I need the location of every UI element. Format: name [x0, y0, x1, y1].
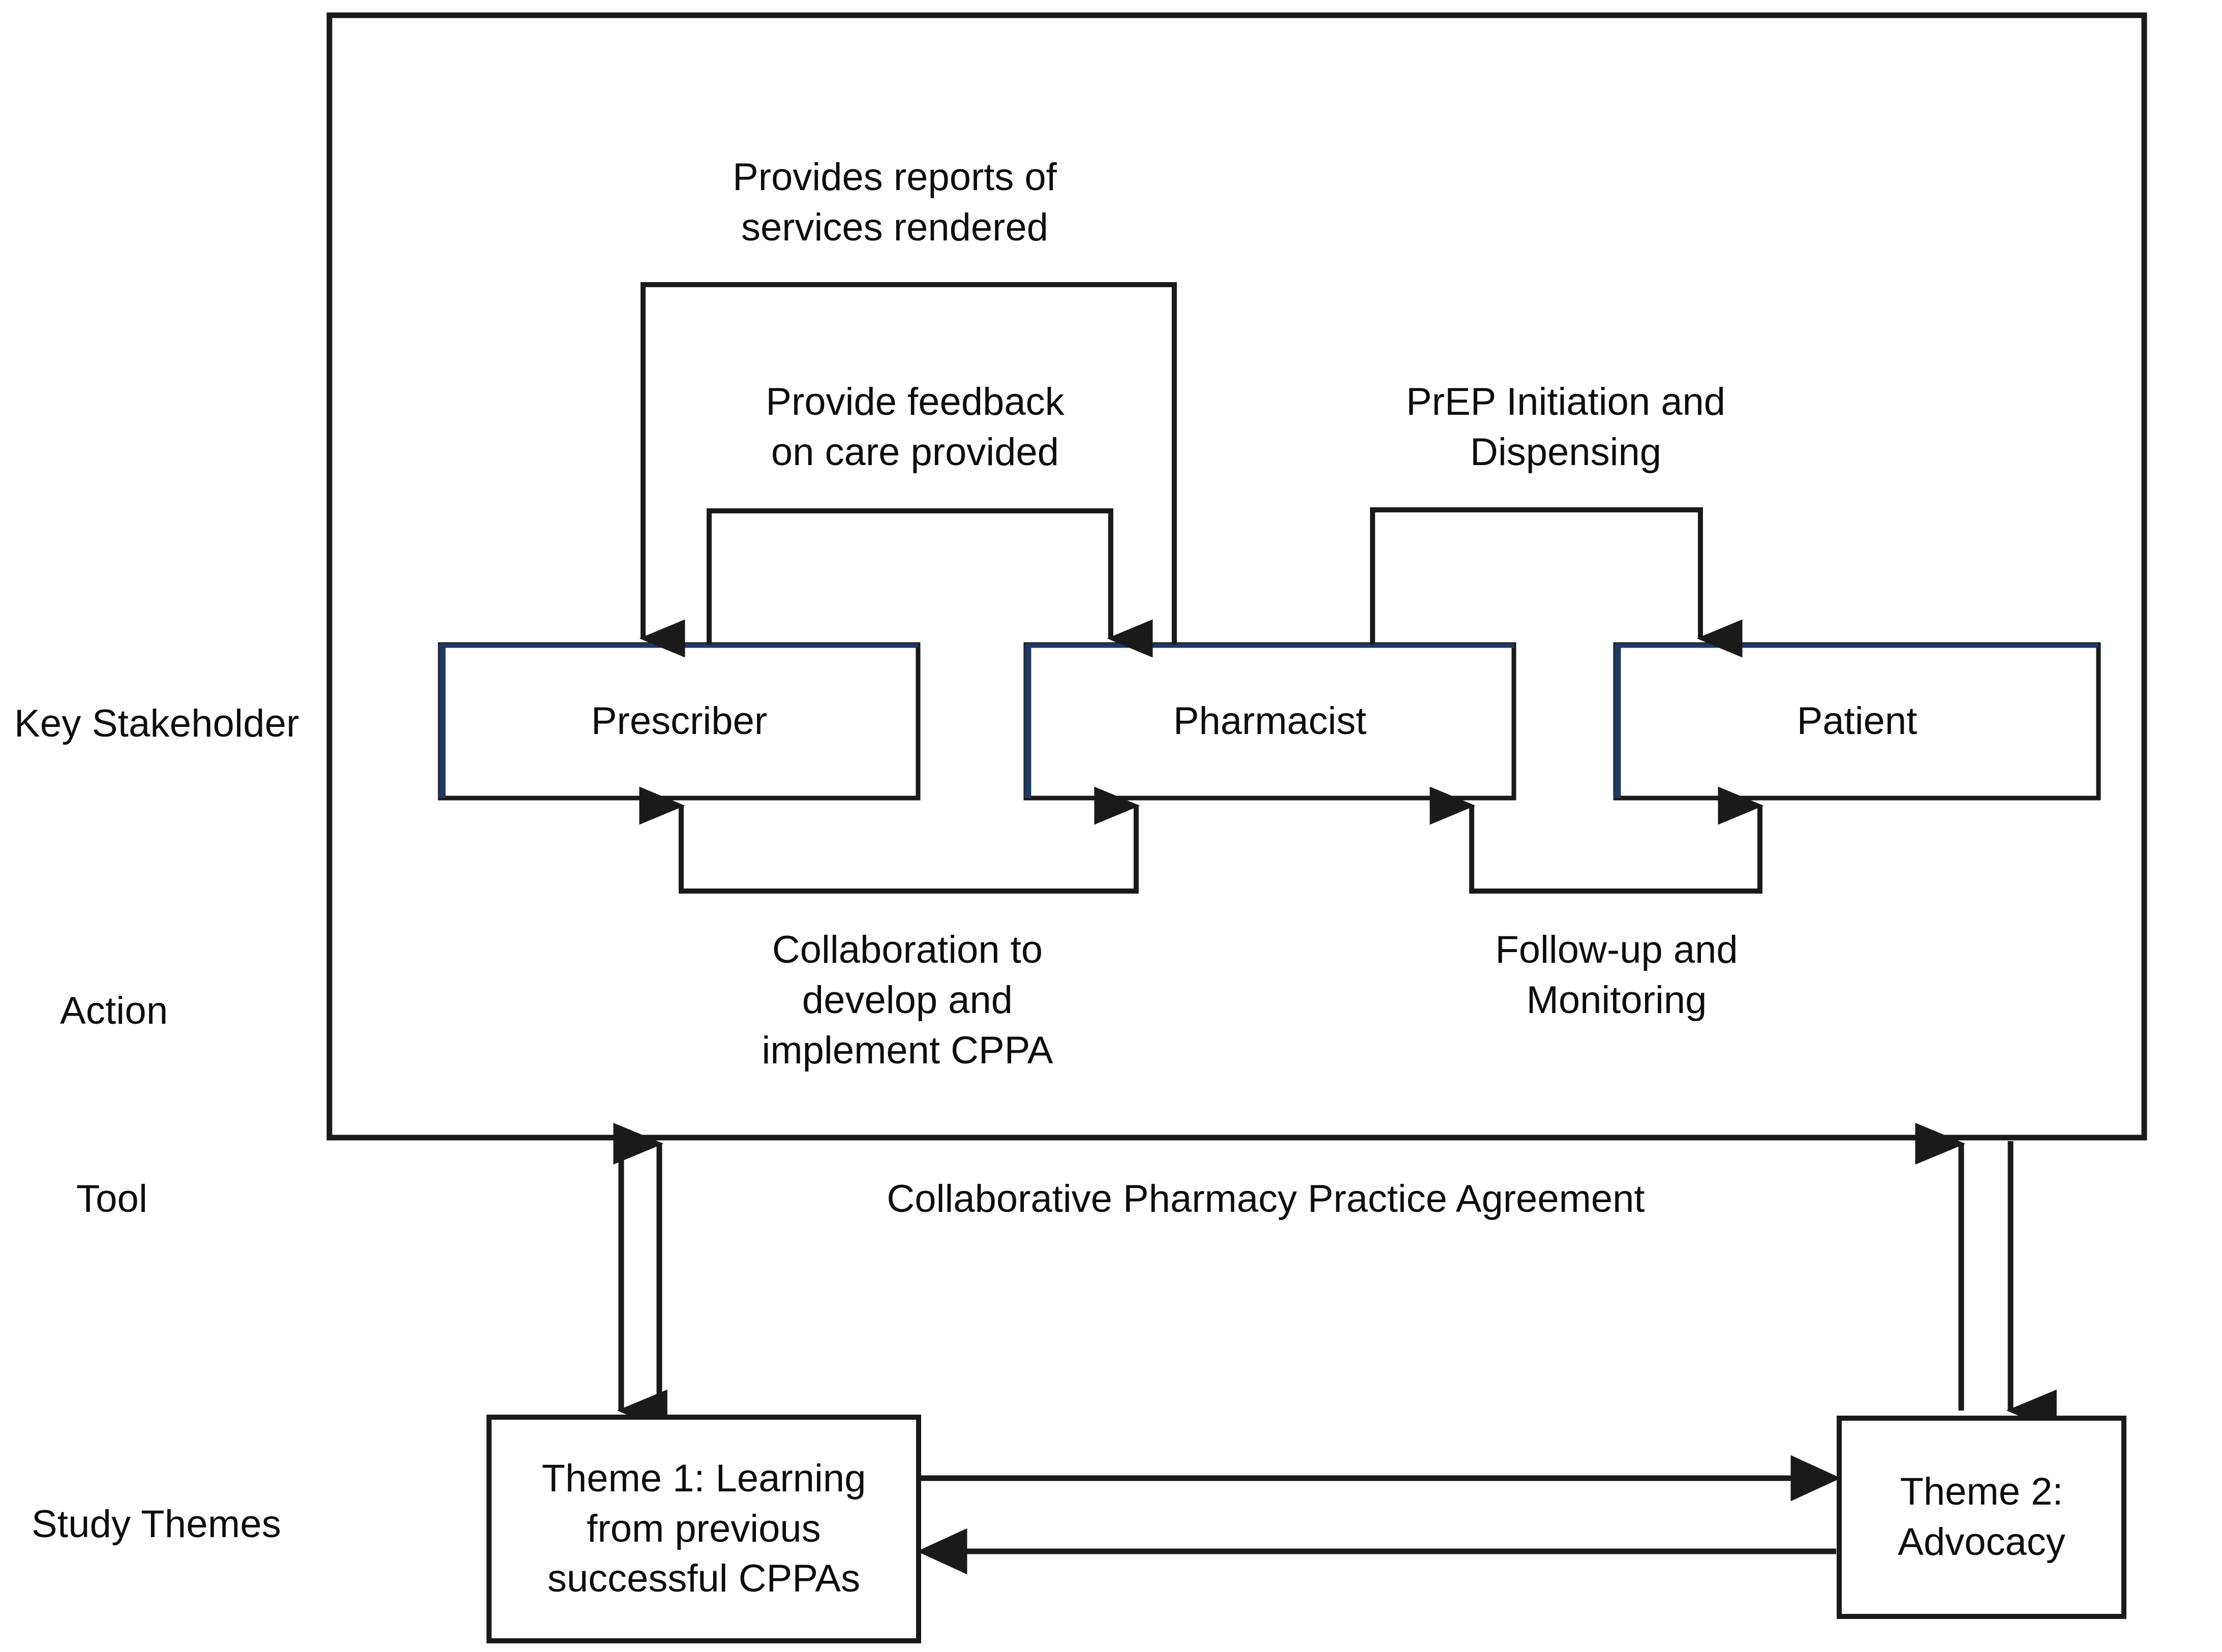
node-label-pharmacist: Pharmacist [1173, 699, 1367, 743]
row-label-study-themes: Study Themes [32, 1503, 282, 1546]
theme-box-2 [1837, 1416, 2126, 1619]
edge-label-provide-feedback: Provide feedback on care provided [766, 380, 1064, 474]
row-label-tool: Tool [76, 1177, 148, 1220]
stakeholder-box-patient [1613, 642, 2101, 801]
theme-box-1 [486, 1415, 921, 1643]
theme-label-1: Theme 1: Learning from previous successf… [541, 1456, 866, 1601]
row-label-key-stakeholder: Key Stakeholder [14, 702, 299, 745]
tool-label: Collaborative Pharmacy Practice Agreemen… [887, 1177, 1645, 1220]
theme-label-2: Theme 2: Advocacy [1898, 1470, 2065, 1564]
connector-provide-feedback [707, 508, 1153, 658]
stakeholder-box-pharmacist [1023, 642, 1516, 801]
node-label-patient: Patient [1797, 699, 1917, 743]
framework-container-box [326, 12, 2147, 1141]
node-label-prescriber: Prescriber [591, 699, 768, 743]
row-label-action: Action [60, 989, 168, 1032]
edge-label-collaboration-cppa: Collaboration to develop and implement C… [762, 928, 1053, 1072]
edge-label-reports-of-services: Provides reports of services rendered [733, 156, 1057, 249]
connector-reports-of-services [639, 282, 1177, 658]
edge-label-prep-initiation: PrEP Initiation and Dispensing [1406, 380, 1726, 474]
edge-label-follow-up-monitoring: Follow-up and Monitoring [1495, 928, 1738, 1022]
connector-prep-initiation [1370, 507, 1743, 658]
